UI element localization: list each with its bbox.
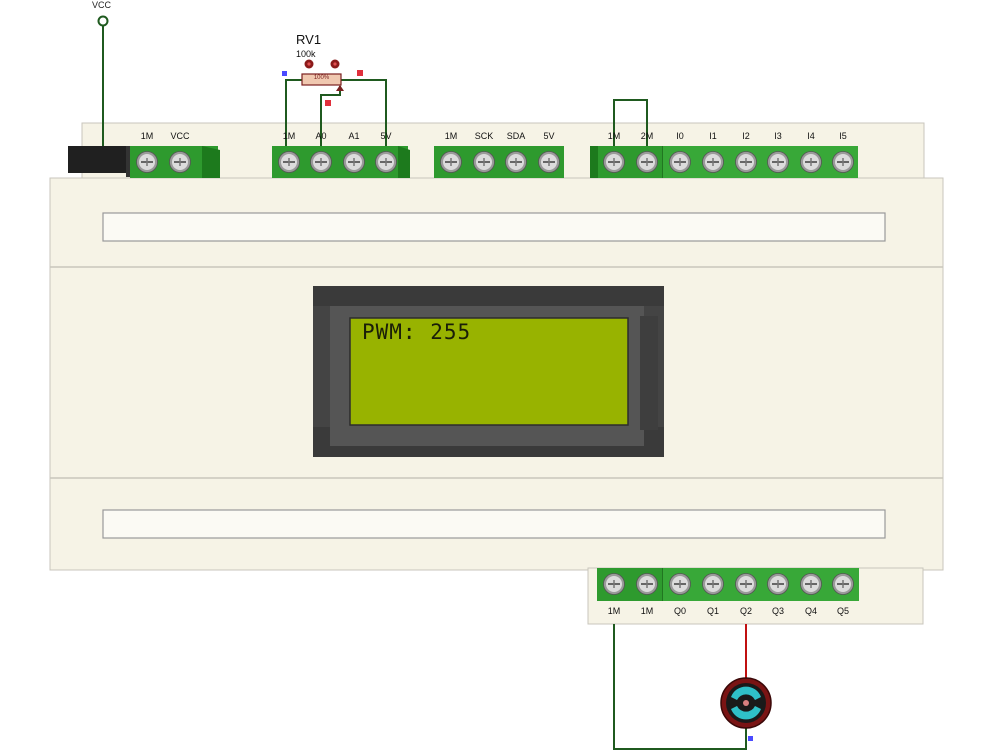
terminal-label: I4	[807, 131, 815, 141]
terminal-label: 1M	[640, 606, 654, 616]
terminal-screw	[278, 151, 300, 173]
potentiometer-percent: 100%	[313, 75, 330, 81]
terminal-label: I5	[839, 131, 847, 141]
label-slot-top	[102, 212, 886, 242]
terminal-screw	[505, 151, 527, 173]
terminal-label: I0	[676, 131, 684, 141]
terminal-screw	[136, 151, 158, 173]
terminal-screw	[767, 573, 789, 595]
lcd-text: PWM: 255	[362, 320, 472, 344]
terminal-screw	[669, 151, 691, 173]
potentiometer	[301, 59, 344, 91]
pin-marker	[282, 71, 287, 76]
vcc-terminal	[97, 15, 109, 27]
terminal-screw	[832, 573, 854, 595]
vcc-label: VCC	[92, 0, 112, 10]
terminal-screw	[636, 573, 658, 595]
terminal-screw	[310, 151, 332, 173]
terminal-screw	[473, 151, 495, 173]
terminal-label: 1M	[607, 131, 621, 141]
label-slot-bottom	[102, 509, 886, 539]
terminal-label: Q0	[673, 606, 686, 616]
terminal-label: Q3	[771, 606, 784, 616]
terminal-label: VCC	[170, 131, 190, 141]
terminal-screw	[702, 573, 724, 595]
terminal-label: Q5	[836, 606, 849, 616]
terminal-label: 2M	[640, 131, 654, 141]
pin-marker	[325, 100, 331, 106]
terminal-screw	[603, 573, 625, 595]
terminal-screw	[735, 151, 757, 173]
terminal-screw	[767, 151, 789, 173]
terminal-label: I2	[742, 131, 750, 141]
terminal-label: 1M	[140, 131, 154, 141]
terminal-screw	[735, 573, 757, 595]
lcd-module	[313, 286, 664, 457]
terminal-screw	[169, 151, 191, 173]
pin-marker	[748, 736, 753, 741]
terminal-screw	[538, 151, 560, 173]
wiring	[102, 26, 747, 750]
terminal-screw	[702, 151, 724, 173]
bottom-terminal-screws	[603, 573, 854, 595]
terminal-screw	[636, 151, 658, 173]
terminal-label: 1M	[282, 131, 296, 141]
terminal-label: A1	[348, 131, 360, 141]
terminal-screw	[800, 151, 822, 173]
terminal-screw	[343, 151, 365, 173]
terminal-screw	[832, 151, 854, 173]
terminal-label: 1M	[444, 131, 458, 141]
top-terminal-screws	[136, 151, 854, 173]
pin-marker	[357, 70, 363, 76]
terminal-label: Q4	[804, 606, 817, 616]
terminal-screw	[440, 151, 462, 173]
dc-motor	[720, 677, 772, 729]
terminal-label: 1M	[607, 606, 621, 616]
terminal-label: SCK	[474, 131, 494, 141]
terminal-screw	[375, 151, 397, 173]
power-jack	[68, 146, 132, 177]
terminal-label: 5V	[543, 131, 555, 141]
lcd-screen	[349, 317, 629, 426]
terminal-screw	[669, 573, 691, 595]
terminal-screw	[800, 573, 822, 595]
potentiometer-name: RV1	[296, 32, 322, 47]
terminal-label: I1	[709, 131, 717, 141]
terminal-label: 5V	[380, 131, 392, 141]
terminal-label: A0	[315, 131, 327, 141]
terminal-label: Q1	[706, 606, 719, 616]
potentiometer-value: 100k	[296, 49, 316, 59]
terminal-label: SDA	[506, 131, 526, 141]
terminal-label: Q2	[739, 606, 752, 616]
terminal-label: I3	[774, 131, 782, 141]
terminal-screw	[603, 151, 625, 173]
